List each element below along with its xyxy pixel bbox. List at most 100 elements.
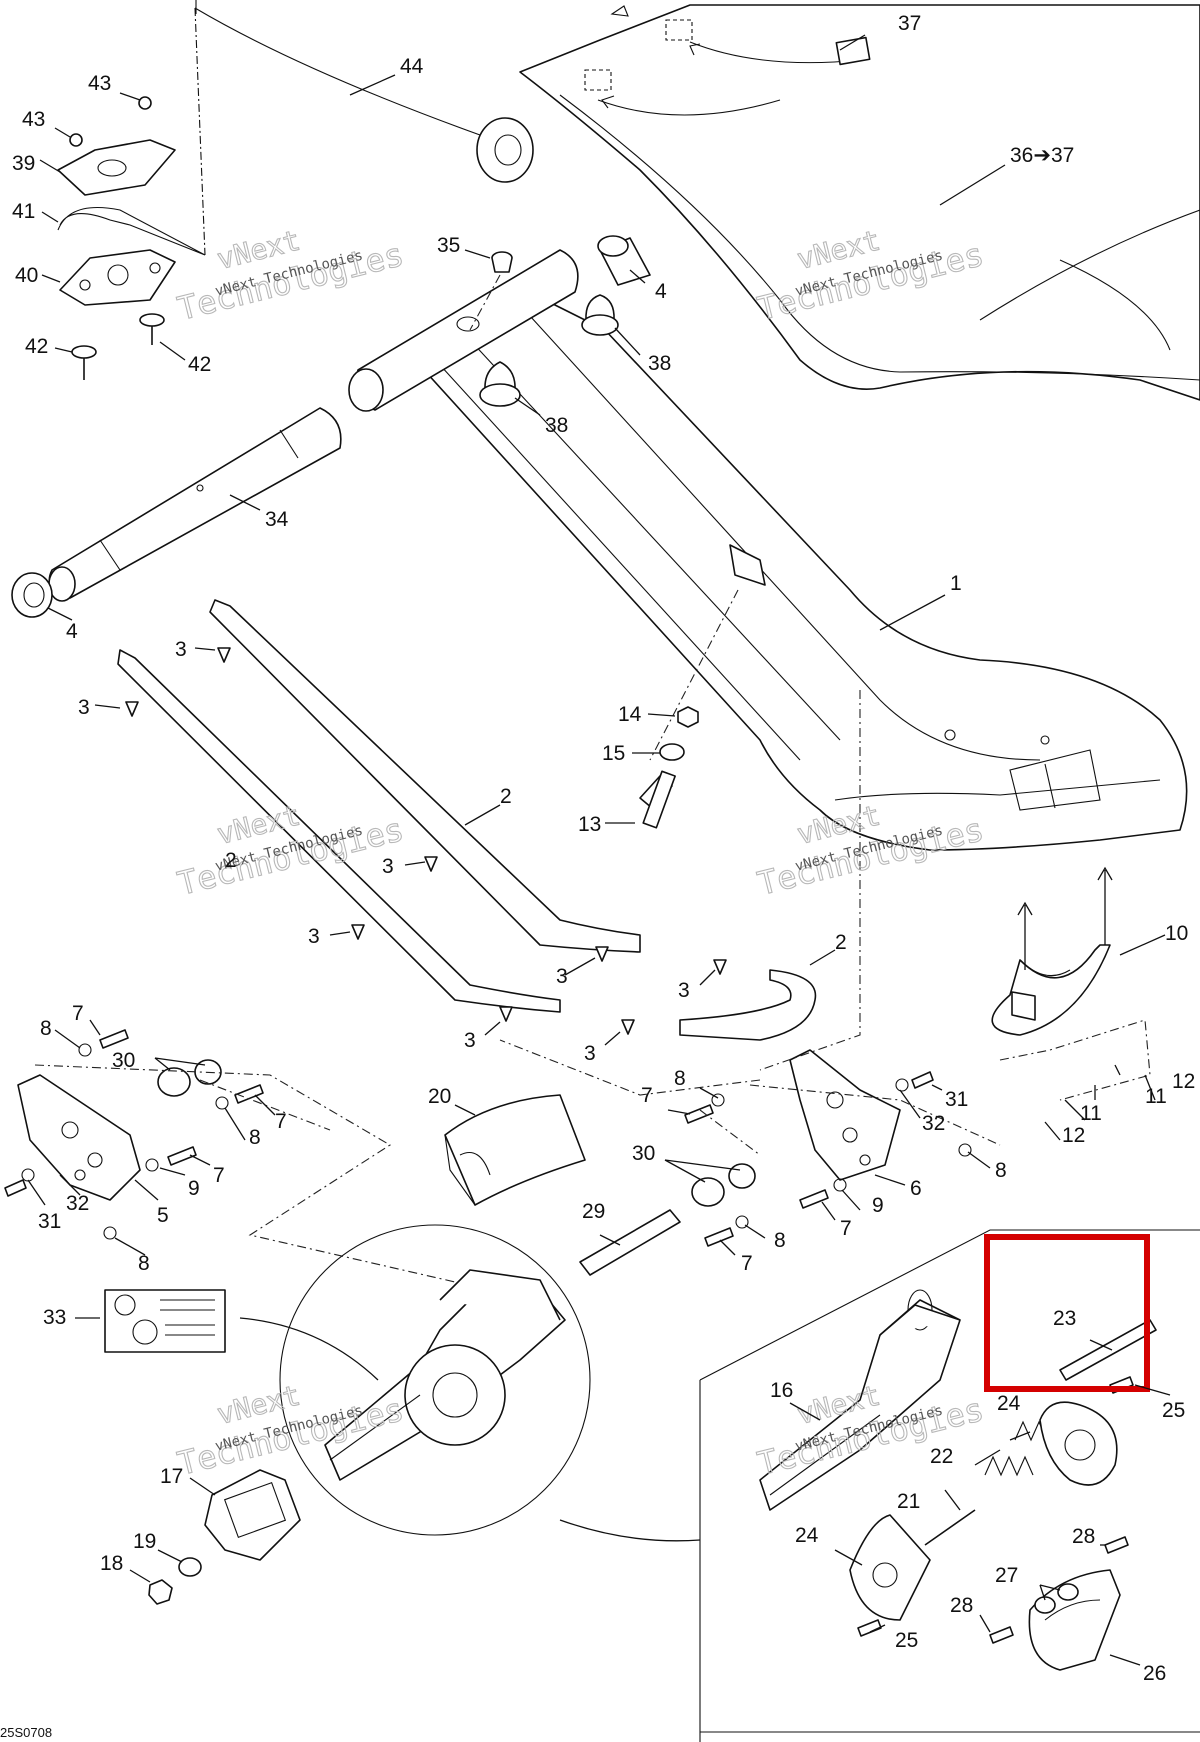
callout-3: 3 bbox=[308, 925, 320, 948]
callout-29: 29 bbox=[582, 1200, 605, 1223]
callout-2: 2 bbox=[225, 849, 237, 872]
bushings-27 bbox=[1034, 1583, 1079, 1614]
callout-3: 3 bbox=[464, 1029, 476, 1052]
runner-2-b bbox=[117, 649, 561, 1013]
highlight-box-part-23 bbox=[984, 1234, 1150, 1392]
callout-16: 16 bbox=[770, 1379, 793, 1402]
assembly-lines bbox=[34, 690, 1151, 1291]
screw-28-a bbox=[1104, 1536, 1129, 1554]
leader-lines bbox=[27, 34, 1171, 1666]
callout-6: 6 bbox=[910, 1177, 922, 1200]
callout-2: 2 bbox=[835, 931, 847, 954]
callout-30: 30 bbox=[112, 1049, 135, 1072]
callout-8: 8 bbox=[249, 1126, 261, 1149]
callout-7: 7 bbox=[641, 1084, 653, 1107]
callout-17: 17 bbox=[160, 1465, 183, 1488]
callout-42: 42 bbox=[188, 353, 211, 376]
callout-19: 19 bbox=[133, 1530, 156, 1553]
bolt-13 bbox=[639, 770, 676, 829]
shaft-23 bbox=[1059, 1319, 1157, 1381]
callout-36-37: 36➔37 bbox=[1010, 144, 1074, 167]
nut-43-a bbox=[138, 96, 152, 110]
callout-3: 3 bbox=[556, 965, 568, 988]
callout-13: 13 bbox=[578, 813, 601, 836]
callout-7: 7 bbox=[213, 1164, 225, 1187]
nut-14 bbox=[677, 706, 699, 728]
callout-4: 4 bbox=[66, 620, 78, 643]
pin-21 bbox=[924, 1509, 976, 1546]
tube-assembly bbox=[348, 249, 579, 412]
callout-43: 43 bbox=[22, 108, 45, 131]
callout-41: 41 bbox=[12, 200, 35, 223]
callout-8: 8 bbox=[40, 1017, 52, 1040]
callout-3: 3 bbox=[584, 1042, 596, 1065]
handle-assembly bbox=[324, 1269, 566, 1481]
screws-3 bbox=[125, 647, 727, 1035]
bolt-35 bbox=[491, 251, 513, 273]
callout-14: 14 bbox=[618, 703, 642, 726]
runner-2-a bbox=[209, 599, 641, 953]
callout-23: 23 bbox=[1053, 1307, 1076, 1330]
washer-19 bbox=[178, 1557, 202, 1577]
callout-26: 26 bbox=[1143, 1662, 1166, 1685]
callouts: 37 36➔37 44 43 43 39 41 40 42 42 35 4 38… bbox=[0, 12, 1195, 1740]
rivet-42-b bbox=[139, 313, 165, 345]
callout-31: 31 bbox=[945, 1088, 968, 1111]
bushing-4-b bbox=[11, 572, 53, 618]
bracket-10 bbox=[991, 944, 1111, 1036]
callout-30: 30 bbox=[632, 1142, 655, 1165]
spring-clip-41 bbox=[57, 206, 206, 256]
callout-8: 8 bbox=[138, 1252, 150, 1275]
callout-20: 20 bbox=[428, 1085, 451, 1108]
callout-11: 11 bbox=[1080, 1102, 1102, 1125]
callout-37: 37 bbox=[898, 12, 921, 35]
callout-43: 43 bbox=[88, 72, 111, 95]
callout-3: 3 bbox=[382, 855, 394, 878]
callout-24: 24 bbox=[795, 1524, 819, 1547]
inset-handle-16 bbox=[759, 1289, 961, 1511]
bumper-38-b bbox=[479, 361, 521, 407]
rivet-42-a bbox=[71, 345, 97, 380]
callout-7: 7 bbox=[741, 1252, 753, 1275]
reference-code: 25S0708 bbox=[0, 1725, 52, 1740]
plate-39 bbox=[57, 139, 176, 196]
housing-24-b bbox=[849, 1514, 931, 1621]
callout-21: 21 bbox=[897, 1490, 920, 1513]
callout-11: 11 bbox=[1145, 1085, 1167, 1108]
pin-29 bbox=[579, 1209, 681, 1276]
callout-12: 12 bbox=[1062, 1124, 1085, 1147]
cable-44 bbox=[194, 0, 534, 256]
bumper-38-a bbox=[581, 294, 619, 336]
callout-28: 28 bbox=[1072, 1525, 1095, 1548]
callout-22: 22 bbox=[930, 1445, 953, 1468]
washer-15 bbox=[659, 743, 685, 761]
callout-24: 24 bbox=[997, 1392, 1021, 1415]
callout-8: 8 bbox=[674, 1067, 686, 1090]
callout-3: 3 bbox=[78, 696, 90, 719]
callout-5: 5 bbox=[157, 1204, 169, 1227]
callout-7: 7 bbox=[72, 1002, 84, 1025]
callout-8: 8 bbox=[995, 1159, 1007, 1182]
callout-44: 44 bbox=[400, 55, 424, 78]
callout-25: 25 bbox=[895, 1629, 918, 1652]
callout-1: 1 bbox=[950, 572, 962, 595]
callout-10: 10 bbox=[1165, 922, 1188, 945]
arm-5 bbox=[17, 1074, 141, 1201]
callout-25: 25 bbox=[1162, 1399, 1185, 1422]
screw-25-b bbox=[857, 1619, 882, 1637]
callout-31: 31 bbox=[38, 1210, 61, 1233]
bushings-30 bbox=[157, 1059, 756, 1207]
bolt-18 bbox=[148, 1579, 173, 1605]
inset-detail-box bbox=[699, 1229, 1200, 1742]
callout-15: 15 bbox=[602, 742, 625, 765]
callout-39: 39 bbox=[12, 152, 35, 175]
callout-32: 32 bbox=[922, 1112, 945, 1135]
decal-37 bbox=[835, 36, 871, 66]
yoke-26 bbox=[1028, 1569, 1121, 1671]
callout-9: 9 bbox=[872, 1194, 884, 1217]
warning-label-33 bbox=[104, 1289, 226, 1353]
callout-12: 12 bbox=[1172, 1070, 1195, 1093]
callout-33: 33 bbox=[43, 1306, 66, 1329]
housing-24-a bbox=[1039, 1401, 1118, 1486]
